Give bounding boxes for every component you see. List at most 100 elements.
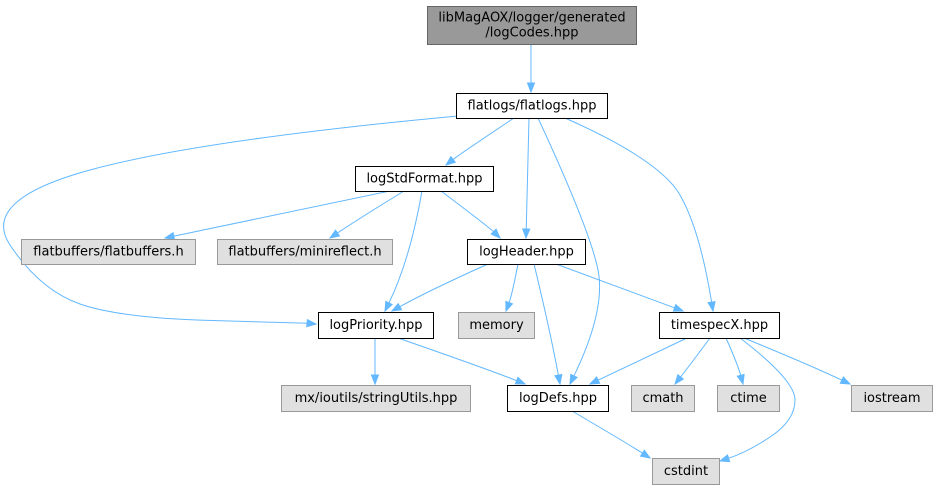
edge-line bbox=[679, 337, 711, 379]
edge-arrowhead bbox=[370, 374, 380, 386]
node-box bbox=[355, 166, 494, 192]
edge-flatlogs-to-logStdFormat bbox=[444, 117, 515, 166]
edge-logStdFormat-to-logPriority bbox=[384, 190, 423, 313]
edge-flatlogs-to-timespecX bbox=[564, 117, 716, 313]
node-box bbox=[427, 6, 637, 45]
node-label: cstdint bbox=[664, 464, 708, 479]
edge-arrowhead bbox=[839, 376, 852, 385]
node-logDefs[interactable]: logDefs.hpp bbox=[507, 385, 609, 412]
node-label: logPriority.hpp bbox=[329, 318, 422, 333]
edge-arrowhead bbox=[554, 373, 563, 386]
edge-timespecX-to-cstdint bbox=[718, 337, 796, 463]
node-minireflect: flatbuffers/minireflect.h bbox=[217, 239, 393, 265]
edge-logStdFormat-to-minireflect bbox=[328, 190, 405, 239]
edge-arrowhead bbox=[306, 318, 318, 328]
node-cstdint: cstdint bbox=[652, 458, 720, 485]
node-label: mx/ioutils/stringUtils.hpp bbox=[295, 391, 458, 406]
edge-arrowhead bbox=[639, 449, 652, 459]
edge-timespecX-to-ctime bbox=[725, 337, 745, 386]
node-ctime: ctime bbox=[717, 385, 780, 412]
node-label: logHeader.hpp bbox=[479, 245, 574, 260]
edge-line bbox=[597, 337, 688, 382]
edges-layer bbox=[3, 44, 852, 463]
node-label: ctime bbox=[730, 391, 767, 406]
edge-line bbox=[555, 263, 676, 309]
edge-line bbox=[397, 337, 518, 382]
edge-logHeader-to-timespecX bbox=[555, 263, 685, 312]
edge-line bbox=[537, 117, 601, 378]
node-flatlogs[interactable]: flatlogs/flatlogs.hpp bbox=[456, 93, 608, 119]
edge-arrowhead bbox=[328, 229, 341, 239]
node-box bbox=[21, 239, 196, 265]
edge-line bbox=[564, 117, 713, 304]
edge-arrowhead bbox=[522, 228, 531, 240]
node-box bbox=[458, 312, 535, 339]
edge-line bbox=[398, 263, 489, 308]
edge-timespecX-to-cmath bbox=[674, 337, 711, 386]
edge-arrowhead bbox=[718, 454, 731, 463]
edge-line bbox=[725, 337, 742, 377]
edge-logDefs-to-cstdint bbox=[571, 410, 652, 459]
node-label: flatlogs/flatlogs.hpp bbox=[468, 99, 597, 114]
node-box bbox=[652, 458, 720, 485]
node-label: timespecX.hpp bbox=[671, 318, 768, 333]
edge-arrowhead bbox=[588, 376, 601, 385]
node-box bbox=[281, 385, 471, 412]
edge-logPriority-to-stringUtils bbox=[370, 338, 380, 386]
edge-flatlogs-to-logPriority bbox=[3, 115, 459, 328]
edge-logHeader-to-memory bbox=[505, 263, 519, 313]
node-logHeader[interactable]: logHeader.hpp bbox=[467, 239, 586, 265]
edge-arrowhead bbox=[390, 302, 403, 312]
edge-arrowhead bbox=[490, 228, 501, 239]
edge-arrowhead bbox=[736, 373, 745, 386]
edge-arrowhead bbox=[163, 231, 176, 241]
node-timespecX[interactable]: timespecX.hpp bbox=[659, 312, 780, 339]
node-box bbox=[851, 385, 933, 412]
edge-line bbox=[3, 115, 459, 324]
edge-arrowhead bbox=[707, 300, 716, 313]
node-label: flatbuffers/flatbuffers.h bbox=[33, 245, 183, 260]
node-label: logDefs.hpp bbox=[519, 391, 597, 406]
node-label: iostream bbox=[863, 391, 920, 406]
edge-logStdFormat-to-flatbuffers bbox=[163, 190, 391, 241]
edge-arrowhead bbox=[444, 155, 457, 166]
edge-arrowhead bbox=[526, 82, 536, 94]
edge-logHeader-to-logDefs bbox=[533, 263, 563, 386]
node-box bbox=[659, 312, 780, 339]
node-memory: memory bbox=[458, 312, 535, 339]
edge-flatlogs-to-logHeader bbox=[522, 117, 531, 240]
edge-line bbox=[336, 190, 405, 234]
node-label: flatbuffers/minireflect.h bbox=[228, 245, 381, 260]
node-box bbox=[217, 239, 393, 265]
edge-arrowhead bbox=[505, 300, 514, 313]
node-logPriority[interactable]: logPriority.hpp bbox=[318, 312, 434, 339]
node-label: libMagAOX/logger/generated bbox=[438, 11, 625, 26]
nodes-layer: libMagAOX/logger/generated/logCodes.hpp f… bbox=[21, 6, 933, 485]
edge-root-to-flatlogs bbox=[526, 44, 536, 94]
edge-arrowhead bbox=[514, 376, 527, 385]
edge-logStdFormat-to-logHeader bbox=[440, 190, 501, 239]
node-logStdFormat[interactable]: logStdFormat.hpp bbox=[355, 166, 494, 192]
edge-line bbox=[172, 190, 391, 237]
edge-line bbox=[525, 117, 530, 231]
node-box bbox=[467, 239, 586, 265]
node-box bbox=[717, 385, 780, 412]
node-root: libMagAOX/logger/generated/logCodes.hpp bbox=[427, 6, 637, 45]
edge-timespecX-to-iostream bbox=[743, 337, 852, 385]
node-cmath: cmath bbox=[631, 385, 695, 412]
edge-arrowhead bbox=[672, 303, 685, 312]
edge-line bbox=[571, 410, 644, 455]
edge-line bbox=[451, 117, 515, 161]
edge-line bbox=[743, 337, 843, 382]
edge-line bbox=[440, 190, 495, 233]
node-stringUtils: mx/ioutils/stringUtils.hpp bbox=[281, 385, 471, 412]
edge-logHeader-to-logPriority bbox=[390, 263, 489, 312]
node-flatbuffers: flatbuffers/flatbuffers.h bbox=[21, 239, 196, 265]
edge-line bbox=[508, 263, 519, 304]
node-box bbox=[456, 93, 608, 119]
node-label: cmath bbox=[642, 391, 683, 406]
edge-line bbox=[727, 337, 796, 460]
edge-flatlogs-to-logDefs bbox=[537, 117, 601, 386]
edge-line bbox=[388, 190, 423, 305]
